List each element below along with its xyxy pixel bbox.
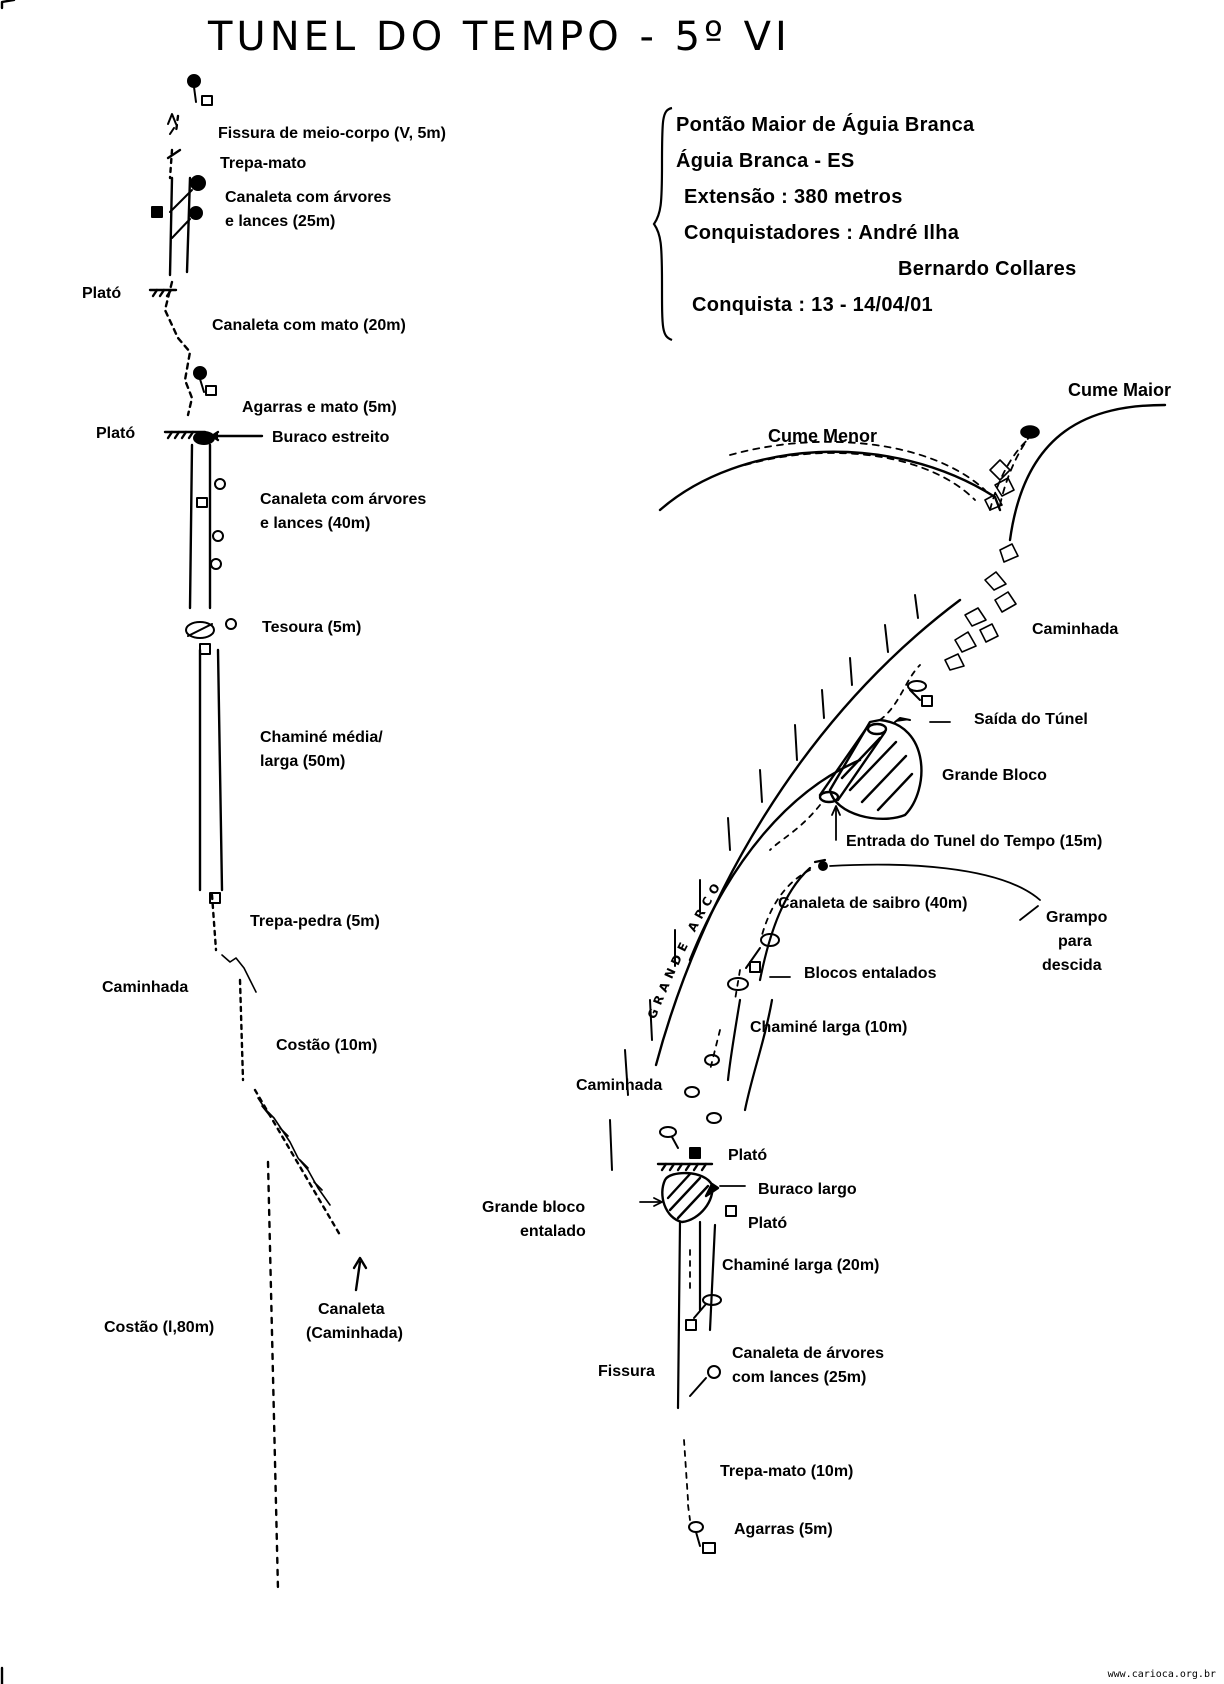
- route-label: Fissura de meio-corpo (V, 5m): [218, 125, 446, 142]
- grande-arco-label: GRANDE ARCO: [645, 877, 726, 1021]
- route-label: Canaleta com árvores: [225, 189, 392, 206]
- grande-bloco-entalado: [661, 1171, 720, 1224]
- route-label: Trepa-mato: [220, 155, 307, 172]
- route-label: Agarras (5m): [734, 1521, 833, 1538]
- route-label: Caminhada: [102, 979, 189, 996]
- route-label: Cume Maior: [1068, 380, 1172, 400]
- route-label: com lances (25m): [732, 1369, 867, 1386]
- grande-arco-hatch: [609, 594, 919, 1171]
- route-label: Fissura: [598, 1363, 655, 1380]
- grande-bloco: [828, 718, 923, 820]
- route-label: Grande bloco: [482, 1199, 586, 1216]
- route-label: Grampo: [1046, 909, 1108, 926]
- route-label: Canaleta: [318, 1301, 385, 1318]
- time-tunnel: [818, 722, 888, 804]
- route-label: Chaminé larga (10m): [750, 1019, 908, 1036]
- route-label: e lances (40m): [260, 515, 371, 532]
- info-extent: Extensão : 380 metros: [684, 186, 903, 208]
- route-label: Saída do Túnel: [974, 711, 1088, 728]
- route-label: Trepa-mato (10m): [720, 1463, 854, 1480]
- brace-icon: [652, 106, 673, 342]
- left-route-line: [163, 114, 368, 1592]
- info-mountain: Pontão Maior de Águia Branca: [676, 114, 975, 136]
- route-label: Plató: [96, 425, 136, 442]
- right-route-walls: [676, 858, 827, 1410]
- info-conqueror-2: Bernardo Collares: [898, 258, 1077, 280]
- route-label: Tesoura (5m): [262, 619, 362, 636]
- route-label: Plató: [728, 1147, 768, 1164]
- page-title: TUNEL DO TEMPO - 5º VI: [208, 14, 791, 60]
- summit-trail: [729, 429, 1036, 511]
- info-date: Conquista : 13 - 14/04/01: [692, 294, 933, 316]
- anchor-icons-left: [151, 74, 237, 904]
- corner-mark: [0, 0, 16, 10]
- pointer-arrows-right: [639, 721, 1041, 1207]
- route-label: Canaleta com mato (20m): [212, 317, 406, 334]
- route-label: (Caminhada): [306, 1325, 403, 1342]
- route-label: e lances (25m): [225, 213, 336, 230]
- route-label: Agarras e mato (5m): [242, 399, 397, 416]
- anchor-icons-right: [659, 680, 933, 1554]
- route-label: Chaminé larga (20m): [722, 1257, 880, 1274]
- route-label: Costão (10m): [276, 1037, 378, 1054]
- route-label: Plató: [748, 1215, 788, 1232]
- route-label: Canaleta com árvores: [260, 491, 427, 508]
- route-label: entalado: [520, 1223, 586, 1240]
- route-label: Plató: [82, 285, 122, 302]
- route-label: Grande Bloco: [942, 767, 1047, 784]
- info-location: Águia Branca - ES: [676, 150, 855, 172]
- route-label: Chaminé média/: [260, 729, 383, 746]
- summit-rock-field: [944, 425, 1040, 671]
- route-label: Caminhada: [576, 1077, 663, 1094]
- boulder-field-left: [221, 954, 331, 1206]
- route-label: descida: [1042, 957, 1102, 974]
- route-label: Canaleta de árvores: [732, 1345, 885, 1362]
- route-label: Entrada do Tunel do Tempo (15m): [846, 833, 1103, 850]
- route-label: Blocos entalados: [804, 965, 937, 982]
- route-label: Costão (l,80m): [104, 1319, 215, 1336]
- source-footer: www.carioca.org.br: [1107, 1669, 1216, 1680]
- route-label: Canaleta de saibro (40m): [778, 895, 968, 912]
- plato-hatch-right: [656, 1162, 714, 1172]
- route-label: Cume Menor: [768, 426, 878, 446]
- route-label: larga (50m): [260, 753, 346, 770]
- plato-hatch-left: [148, 288, 207, 440]
- right-route-line: [683, 664, 921, 1521]
- route-label: Buraco largo: [758, 1181, 857, 1198]
- route-label: Trepa-pedra (5m): [250, 913, 380, 930]
- route-label: para: [1058, 933, 1092, 950]
- route-label: Caminhada: [1032, 621, 1119, 638]
- route-label: Buraco estreito: [272, 429, 390, 446]
- info-conquerors: Conquistadores : André Ilha: [684, 222, 960, 244]
